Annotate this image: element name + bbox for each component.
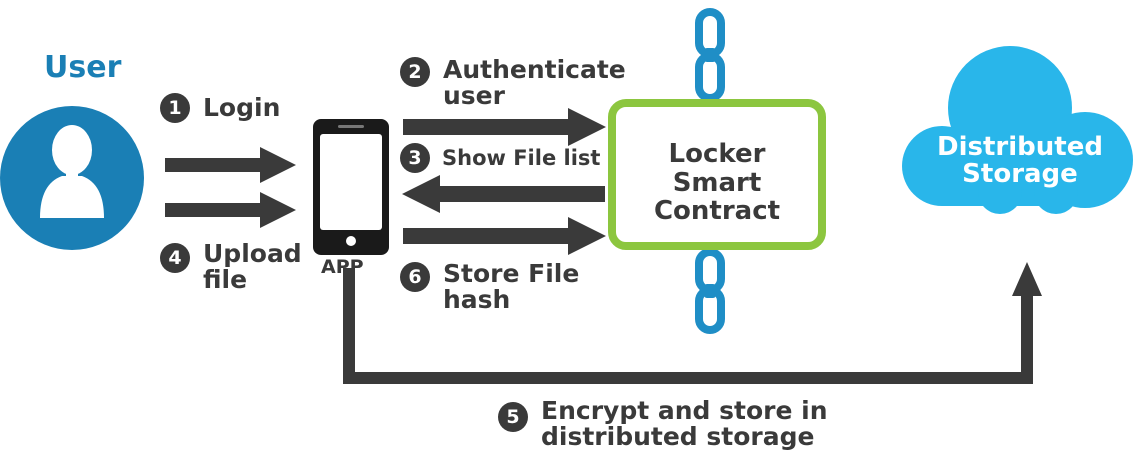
step-3-badge: 3 [400, 143, 430, 173]
step-2-label: Authenticate user [443, 55, 626, 111]
step-3-label: Show File list [442, 146, 601, 170]
app-label: APP [321, 256, 364, 278]
step-4-badge: 4 [160, 243, 190, 273]
distributed-storage-label: Distributed Storage [937, 132, 1103, 190]
step-5-label: Encrypt and store in distributed storage [541, 396, 828, 452]
cloud-icon [902, 46, 1133, 214]
user-title: User [44, 50, 122, 85]
smart-contract-box [608, 99, 826, 250]
authenticate-arrow [403, 108, 606, 146]
smart-contract-label: Locker Smart Contract [653, 139, 781, 227]
step-1-badge: 1 [160, 93, 190, 123]
step-4-label: Upload file [203, 239, 302, 295]
step-6-badge: 6 [400, 262, 430, 292]
login-arrow [165, 147, 296, 183]
store-hash-arrow [403, 217, 606, 255]
upload-arrow [165, 192, 296, 228]
user-avatar-icon [0, 106, 144, 250]
smartphone-icon [313, 119, 389, 255]
step-1-label: Login [203, 93, 281, 122]
step-2-badge: 2 [400, 57, 430, 87]
step-6-label: Store File hash [443, 259, 580, 315]
step-5-badge: 5 [498, 402, 528, 432]
show-file-list-arrow [402, 175, 605, 213]
